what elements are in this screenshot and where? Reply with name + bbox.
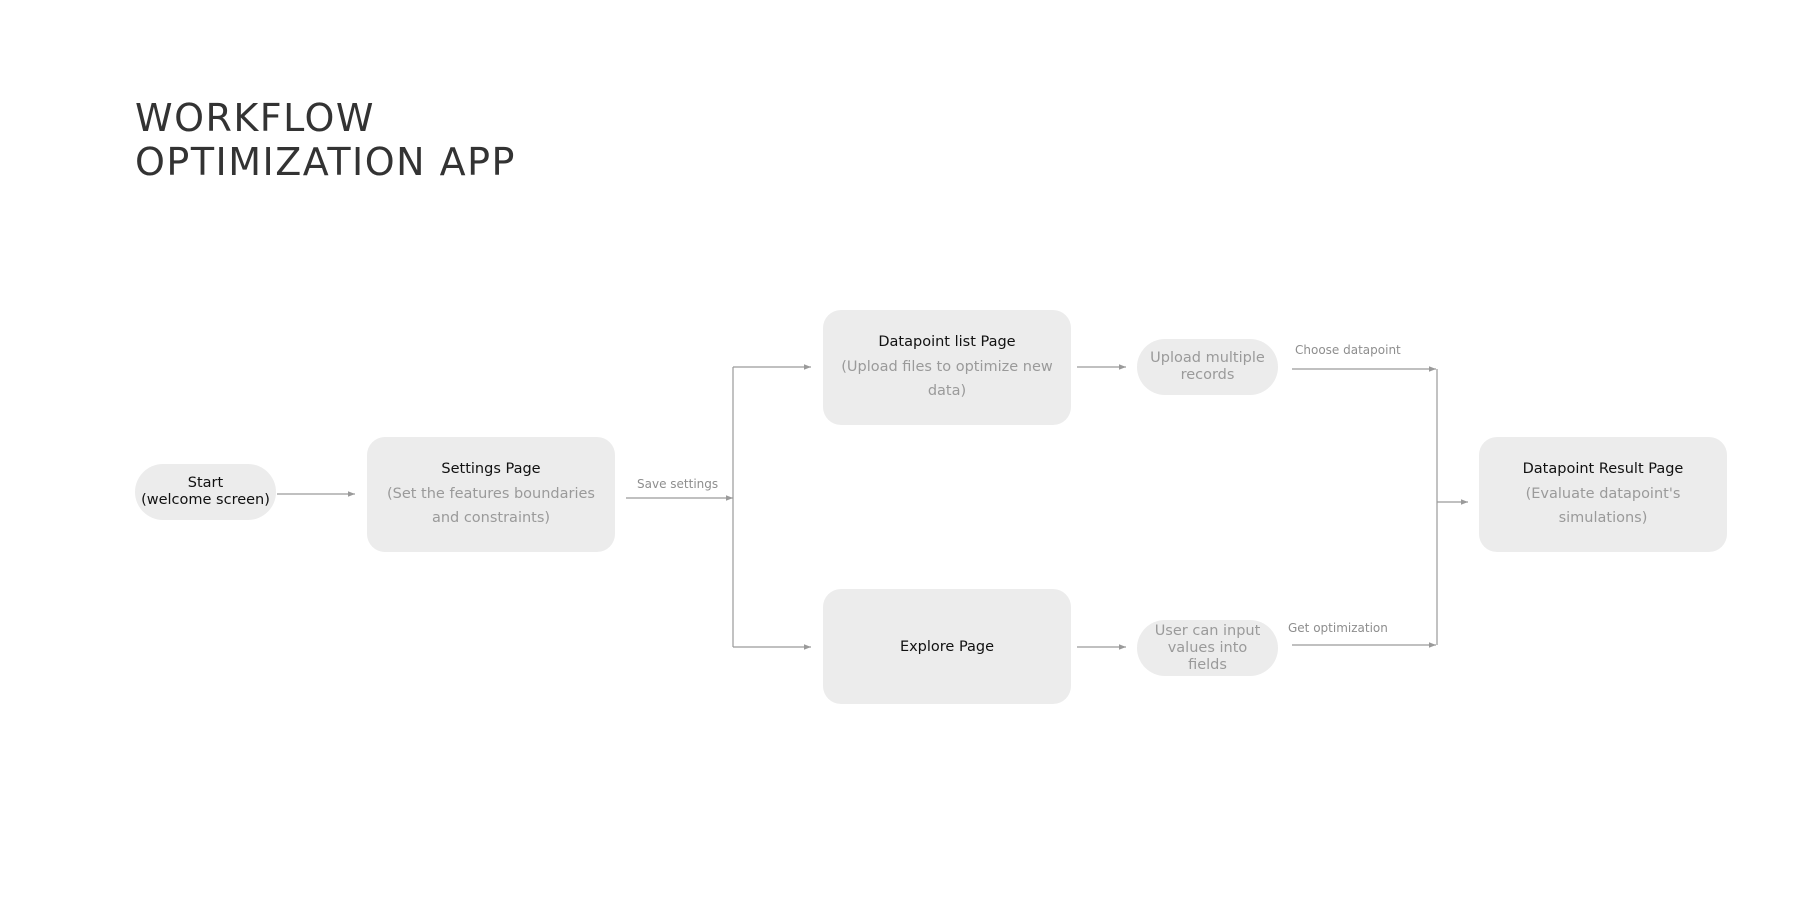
datapoint-list-page-description: (Upload files to optimize new data) (841, 358, 1053, 399)
datapoint-list-page-title: Datapoint list Page (878, 333, 1016, 350)
input-values-label: User can input values into fields (1154, 622, 1261, 673)
datapoint-result-page-title: Datapoint Result Page (1522, 460, 1684, 477)
settings-page-title: Settings Page (441, 460, 541, 477)
title-line-1: WORKFLOW (135, 96, 375, 140)
page-title: WORKFLOW OPTIMIZATION APP (135, 96, 516, 184)
start-node-sublabel: (welcome screen) (141, 492, 270, 508)
settings-page-description: (Set the features boundaries and constra… (386, 485, 595, 526)
settings-page-node: Settings Page (Set the features boundari… (367, 437, 615, 552)
edge-label-save-settings: Save settings (637, 477, 719, 491)
explore-page-title: Explore Page (899, 638, 995, 655)
input-values-node: User can input values into fields (1137, 620, 1278, 676)
start-node-label: Start (187, 475, 224, 491)
start-node: Start (welcome screen) (135, 464, 276, 520)
title-line-2: OPTIMIZATION APP (135, 140, 516, 184)
datapoint-list-page-node: Datapoint list Page (Upload files to opt… (823, 310, 1071, 425)
upload-records-label: Upload multiple records (1150, 350, 1265, 383)
explore-page-node: Explore Page (823, 589, 1071, 704)
datapoint-result-page-description: (Evaluate datapoint's simulations) (1525, 485, 1681, 526)
upload-records-node: Upload multiple records (1137, 339, 1278, 395)
edge-label-choose-datapoint: Choose datapoint (1295, 343, 1401, 357)
edge-label-get-optimization: Get optimization (1288, 621, 1388, 635)
datapoint-result-page-node: Datapoint Result Page (Evaluate datapoin… (1479, 437, 1727, 552)
